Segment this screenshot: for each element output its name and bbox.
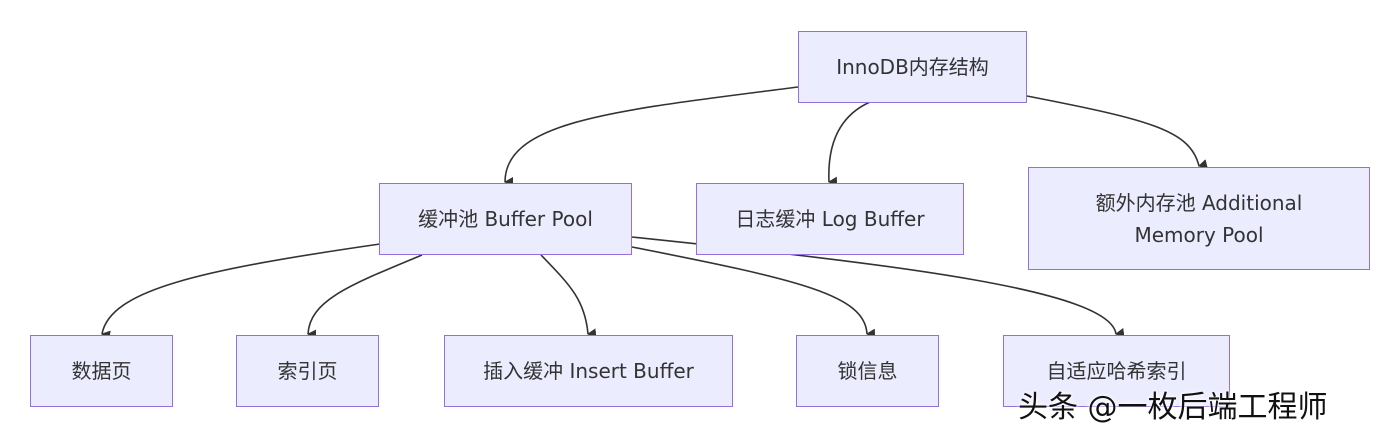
node-index-page: 索引页 [236,335,379,407]
node-lock-info: 锁信息 [796,335,939,407]
watermark: 头条 @一枚后端工程师 [1018,390,1328,425]
node-log-buffer: 日志缓冲 Log Buffer [696,183,964,255]
node-label: 锁信息 [837,359,898,383]
edge-root-log-buffer [828,101,871,187]
node-label: 日志缓冲 Log Buffer [735,207,925,231]
edge-buffer-pool-data-page [101,243,381,341]
edge-buffer-pool-lock-info [631,246,876,339]
node-label: 插入缓冲 Insert Buffer [483,359,694,383]
edge-root-buffer-pool [504,86,799,188]
edge-root-additional-pool [1026,95,1208,169]
node-label: 数据页 [71,359,132,383]
node-label: 缓冲池 Buffer Pool [418,207,593,231]
node-label-line1: 额外内存池 Additional [1095,190,1303,215]
edge-buffer-pool-index-page [307,254,423,340]
node-data-page: 数据页 [30,335,173,407]
edge-buffer-pool-insert-buffer [540,254,597,339]
node-insert-buffer: 插入缓冲 Insert Buffer [444,335,733,407]
node-buffer-pool: 缓冲池 Buffer Pool [379,183,632,255]
node-label: 索引页 [277,359,338,383]
node-label: InnoDB内存结构 [836,55,989,79]
node-label-line2: Memory Pool [1134,222,1264,247]
node-label: 自适应哈希索引 [1046,359,1187,383]
node-additional-memory-pool: 额外内存池 Additional Memory Pool [1028,167,1370,270]
node-adaptive-hash-index: 自适应哈希索引 [1003,335,1230,407]
node-innodb-memory-structure: InnoDB内存结构 [798,31,1027,103]
